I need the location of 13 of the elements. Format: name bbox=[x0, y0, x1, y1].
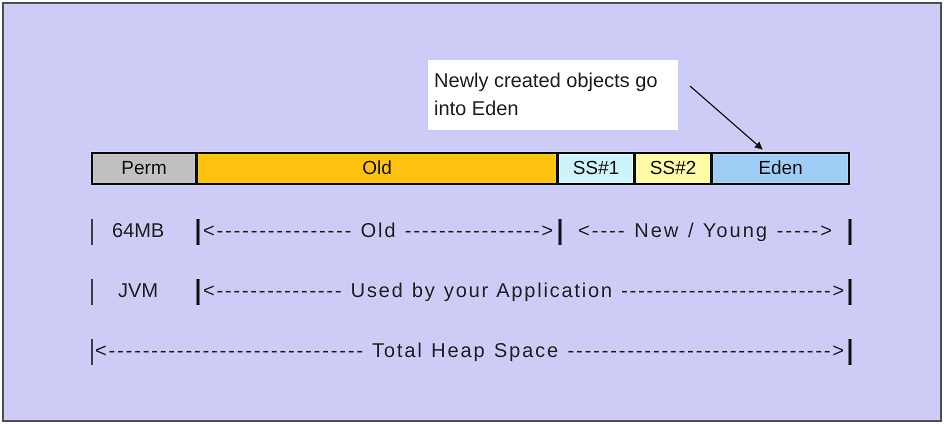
range-label: <---------------- Old ----------------> bbox=[203, 219, 555, 243]
range-label: <---- New / Young -----> bbox=[578, 219, 834, 243]
survivor-segment: SS#2 bbox=[634, 152, 712, 185]
arrow bbox=[690, 86, 763, 150]
size-label: JVM bbox=[118, 279, 158, 303]
range-label: <------------------------------ Total Heap Space -------------------------------> bbox=[95, 339, 846, 363]
size-label: 64MB bbox=[112, 219, 164, 243]
eden-segment: Eden bbox=[711, 152, 850, 185]
survivor-segment: SS#1 bbox=[557, 152, 635, 185]
perm-segment: Perm bbox=[91, 152, 197, 185]
old-segment: Old bbox=[196, 152, 558, 185]
callout-text: Newly created objects go into Eden bbox=[428, 60, 678, 130]
range-label: <--------------- Used by your Application -------------------------> bbox=[203, 279, 846, 303]
